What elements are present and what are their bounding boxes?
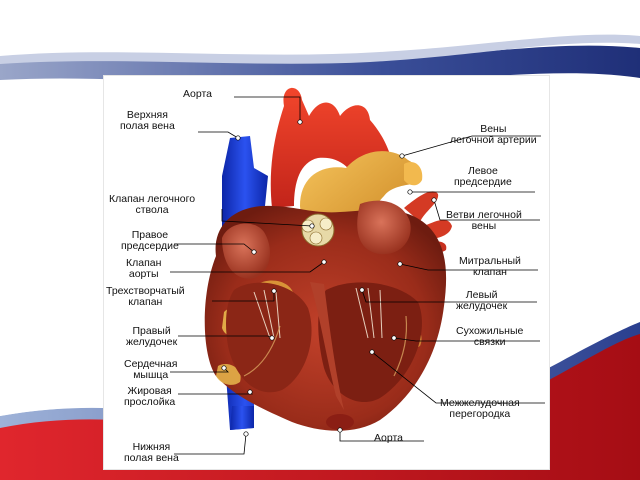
label-aorta-bottom: Аорта xyxy=(374,432,403,444)
label-aortic-valve: Клапан аорты xyxy=(126,257,162,280)
heart-body xyxy=(204,200,447,431)
label-inferior-vena-cava: Нижняя полая вена xyxy=(124,441,179,464)
heart-illustration xyxy=(170,87,545,455)
heart-diagram: Аорта Верхняя полая вена Вены легочной а… xyxy=(103,75,550,470)
label-tricuspid-valve: Трехстворчатый клапан xyxy=(106,285,185,308)
label-papillary-muscle: Сердечная мышца xyxy=(124,358,178,381)
label-septum: Межжелудочная перегородка xyxy=(440,397,520,420)
label-pulmonary-branches: Ветви легочной вены xyxy=(446,209,522,232)
label-pulmonary-veins: Вены легочной артерии xyxy=(450,123,537,146)
label-pulmonary-valve: Клапан легочного ствола xyxy=(109,193,196,216)
bottom-vessels xyxy=(230,406,354,430)
label-fat-layer: Жировая прослойка xyxy=(124,385,176,408)
label-right-ventricle: Правый желудочек xyxy=(126,325,178,348)
leader-lines xyxy=(170,96,545,455)
label-left-ventricle: Левый желудочек xyxy=(456,289,508,312)
label-superior-vena-cava: Верхняя полая вена xyxy=(120,109,175,132)
label-chordae: Сухожильные связки xyxy=(456,325,524,348)
label-right-atrium: Правое предсердие xyxy=(121,229,179,252)
label-left-atrium: Левое предсердие xyxy=(454,165,512,188)
top-wave xyxy=(0,0,640,85)
label-aorta-top: Аорта xyxy=(183,88,212,100)
label-mitral-valve: Митральный клапан xyxy=(459,255,521,278)
leader-dots xyxy=(221,119,437,437)
